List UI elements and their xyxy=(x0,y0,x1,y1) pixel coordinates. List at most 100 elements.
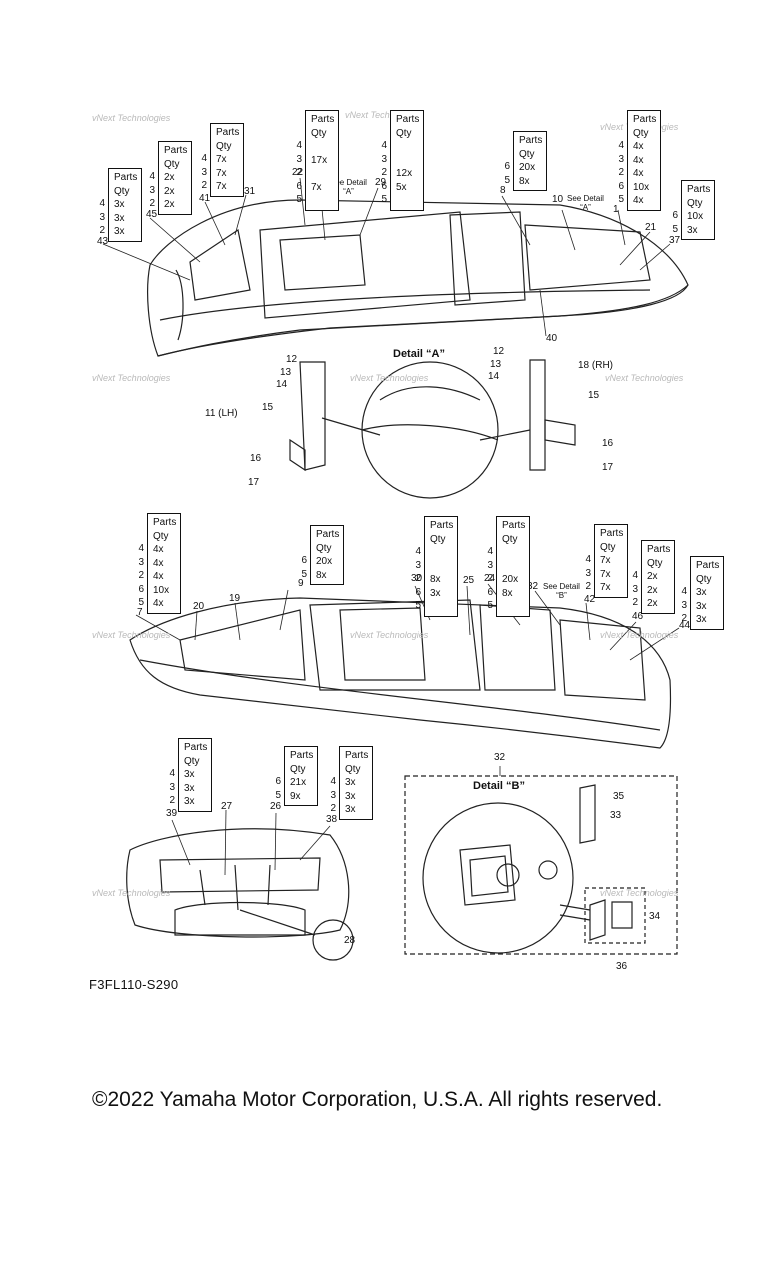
callout-21: 21 xyxy=(645,222,657,233)
qty-table-row-number: 2 xyxy=(415,573,421,584)
detail-28-circle xyxy=(312,919,354,961)
qty-table-row-number: 2 xyxy=(681,613,687,624)
qty-table-row-number: 5 xyxy=(504,174,510,186)
qty-table-value: 12x xyxy=(396,168,413,179)
callout-44: 44 xyxy=(679,620,691,631)
qty-table-row-number: 3 xyxy=(330,789,336,801)
bow-view xyxy=(126,828,350,938)
qty-table-value xyxy=(430,600,453,614)
callout-25: 25 xyxy=(463,575,475,586)
callout-28: 28 xyxy=(344,935,356,946)
top-boat-hull xyxy=(147,199,689,357)
qty-table-row-number: 6 xyxy=(138,583,144,595)
qty-table-row-number: 2 xyxy=(296,167,302,178)
qty-table-header-parts: Parts xyxy=(430,520,454,531)
callout-27: 27 xyxy=(221,801,233,812)
qty-table-value: 3x xyxy=(114,199,125,210)
watermark: vNext Technologies xyxy=(345,110,424,120)
qty-table-row-number: 4 xyxy=(296,140,302,151)
callout-24: 24 xyxy=(484,573,496,584)
callout-8: 8 xyxy=(500,185,506,196)
qty-table-header-qty: Qty xyxy=(114,185,130,197)
qty-table-row-number: 6 xyxy=(296,180,302,192)
callout-12: 12 xyxy=(286,354,298,365)
callout-41: 41 xyxy=(199,193,211,204)
qty-table-row-number: 6 xyxy=(504,161,510,172)
qty-table-value: 4x xyxy=(633,168,644,179)
qty-table-row-number: 5 xyxy=(487,600,493,611)
callout-15: 15 xyxy=(262,402,274,413)
callout-9: 9 xyxy=(298,578,304,589)
qty-table-value: 3x xyxy=(345,777,356,788)
watermark: vNext Technologies xyxy=(92,113,171,123)
qty-table-value: 7x xyxy=(216,167,227,179)
qty-table-value xyxy=(311,167,334,181)
qty-table-header-parts: Parts xyxy=(114,172,138,183)
qty-table-row-number: 2 xyxy=(169,795,175,806)
qty-table-row-number: 6 xyxy=(301,555,307,566)
qty-table-value: 3x xyxy=(696,614,707,625)
qty-table-value xyxy=(311,140,334,154)
qty-table-row-number: 4 xyxy=(138,543,144,554)
qty-table-value: 2x xyxy=(647,598,658,609)
qty-table-row-number: 5 xyxy=(415,600,421,611)
detail-b-circle xyxy=(422,802,574,954)
qty-table-header-parts: Parts xyxy=(396,114,420,125)
callout-17: 17 xyxy=(248,477,260,488)
qty-table-row-number: 4 xyxy=(381,140,387,151)
qty-table-value: 3x xyxy=(696,600,707,612)
qty-table-row-number: 2 xyxy=(330,803,336,814)
qty-table-header-parts: Parts xyxy=(345,750,369,761)
copyright-notice: ©2022 Yamaha Motor Corporation, U.S.A. A… xyxy=(92,1088,663,1111)
qty-table-value: 4x xyxy=(153,557,164,569)
qty-table-value xyxy=(396,154,419,168)
watermark: vNext Technologies xyxy=(600,630,679,640)
qty-table-value: 7x xyxy=(600,582,611,593)
qty-table-row-number: 2 xyxy=(201,180,207,191)
qty-table-row-number: 5 xyxy=(138,597,144,608)
qty-table-row-number: 3 xyxy=(585,567,591,579)
qty-table-row-number: 5 xyxy=(296,194,302,205)
qty-table-header-qty: Qty xyxy=(184,755,200,767)
qty-table-row-number: 4 xyxy=(169,768,175,779)
callout-16: 16 xyxy=(250,453,262,464)
qty-table-value xyxy=(311,194,334,208)
callout-32: 32 xyxy=(494,752,506,763)
qty-table-value: 8x xyxy=(316,569,327,581)
qty-table-row-number: 4 xyxy=(632,570,638,581)
qty-table-value: 20x xyxy=(519,162,536,173)
qty-table-value: 4x xyxy=(633,195,644,206)
qty-table-header-qty: Qty xyxy=(502,533,518,545)
qty-table-value: 3x xyxy=(184,769,195,780)
qty-table-value: 9x xyxy=(290,790,301,802)
qty-table-value: 4x xyxy=(633,141,644,152)
qty-table-row-number: 5 xyxy=(381,194,387,205)
qty-table-row-number: 2 xyxy=(585,581,591,592)
callout-35: 35 xyxy=(613,791,625,802)
qty-table-row-number: 4 xyxy=(201,153,207,164)
qty-table-header-qty: Qty xyxy=(600,541,616,553)
qty-table-header-qty: Qty xyxy=(687,197,703,209)
qty-table-header-qty: Qty xyxy=(164,158,180,170)
qty-table-row-number: 2 xyxy=(138,570,144,581)
callout-26: 26 xyxy=(270,801,282,812)
